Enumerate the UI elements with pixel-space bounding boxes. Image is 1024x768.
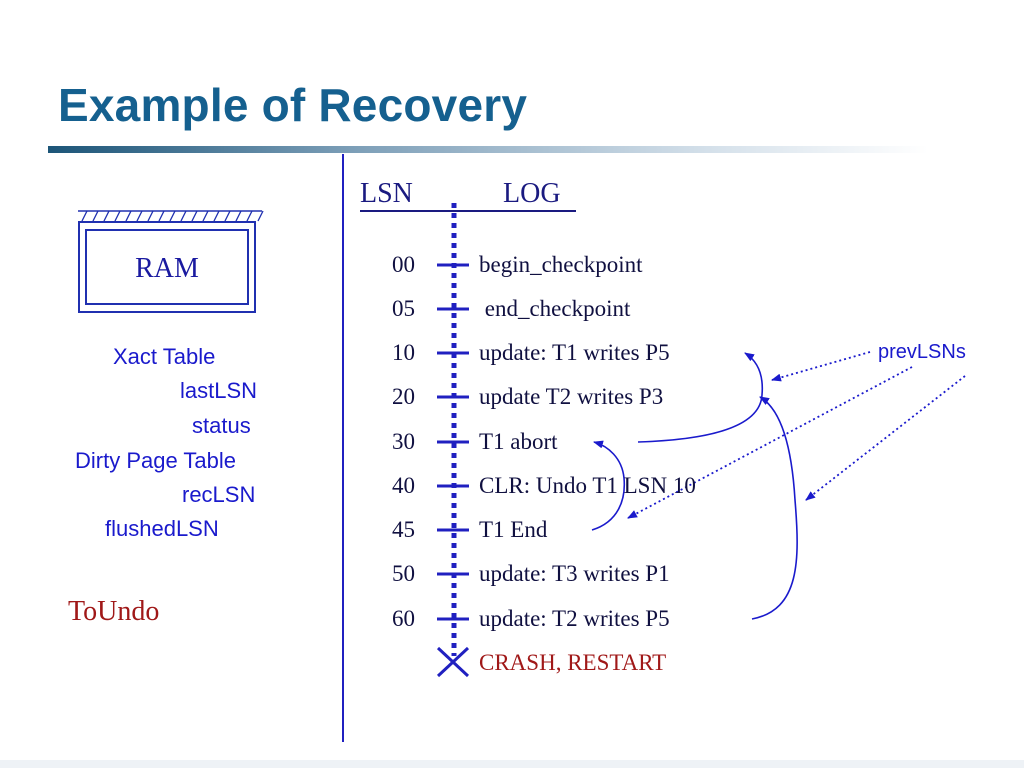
log-record-t1-abort: T1 abort [479, 429, 558, 454]
slide-title: Example of Recovery [58, 79, 528, 131]
prevlsn-arrows [591, 352, 798, 620]
lsn-05: 05 [392, 296, 415, 321]
lsn-header: LSN [360, 178, 413, 209]
lsn-00: 00 [392, 252, 415, 277]
lsn-60: 60 [392, 606, 415, 631]
log-record-update-t2-p5: update: T2 writes P5 [479, 606, 670, 631]
reclsn-label: recLSN [182, 482, 256, 507]
lsn-45: 45 [392, 517, 415, 542]
ram-box: RAM [78, 221, 256, 313]
vertical-divider [342, 154, 344, 742]
log-record-clr: CLR: Undo T1 LSN 10 [479, 473, 696, 498]
ram-inner-border: RAM [85, 229, 249, 305]
ram-hatch-marks [78, 210, 264, 222]
status-label: status [192, 413, 251, 438]
footer-band [0, 760, 1024, 768]
prevlsn-pointer-lines [627, 351, 966, 519]
toundo-label: ToUndo [68, 596, 160, 627]
log-header: LOG [503, 178, 561, 209]
prevlsns-label: prevLSNs [878, 341, 966, 363]
log-record-update-t3-p1: update: T3 writes P1 [479, 561, 670, 586]
dirty-page-table-label: Dirty Page Table [75, 448, 237, 473]
lastlsn-label: lastLSN [180, 378, 258, 403]
lsn-30: 30 [392, 429, 415, 454]
lsn-10: 10 [392, 340, 415, 365]
log-record-update-t2-p3: update T2 writes P3 [479, 384, 664, 409]
lsn-50: 50 [392, 561, 415, 586]
log-record-t1-end: T1 End [479, 517, 548, 542]
log-record-begin-checkpoint: begin_checkpoint [479, 252, 643, 277]
log-record-crash-restart: CRASH, RESTART [479, 650, 667, 675]
log-record-update-t1-p5: update: T1 writes P5 [479, 340, 670, 365]
ram-label: RAM [135, 253, 199, 284]
flushedlsn-label: flushedLSN [105, 516, 219, 541]
xact-table-label: Xact Table [113, 344, 216, 369]
lsn-40: 40 [392, 473, 415, 498]
title-underline [48, 146, 928, 153]
lsn-20: 20 [392, 384, 415, 409]
crash-x-icon [436, 646, 470, 678]
log-ticks [437, 263, 469, 621]
log-header-rule [360, 180, 576, 212]
log-record-end-checkpoint: end_checkpoint [479, 296, 631, 321]
